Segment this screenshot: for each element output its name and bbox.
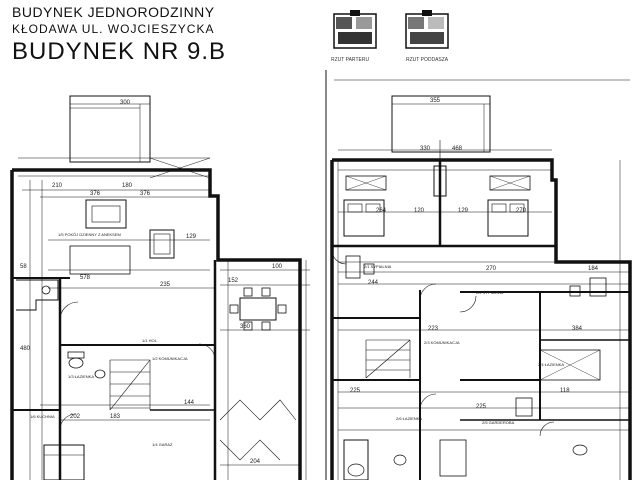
ground-dim: 360	[240, 324, 251, 330]
thumbnail-attic-label: RZUT PODDASZA	[406, 57, 449, 63]
room-label: 1/4 GARAŻ	[152, 442, 173, 447]
attic-dim: 244	[368, 280, 379, 286]
thumbnail-attic-floor	[405, 10, 449, 49]
attic-dim: 330	[420, 146, 431, 152]
attic-dim: 223	[428, 326, 439, 332]
room-label: 2/3 KOMUNIKACJA	[424, 340, 460, 345]
ground-dim: 152	[228, 278, 239, 284]
attic-dim: 468	[452, 146, 463, 152]
ground-dim: 204	[250, 459, 261, 465]
room-label: 1/2 KOMUNIKACJA	[152, 356, 188, 361]
ground-dim: 58	[20, 264, 27, 270]
attic-dim: 264	[376, 208, 387, 214]
room-label: 1/5 POKÓJ DZIENNY Z ANEKSEM	[58, 232, 121, 237]
ground-dim: 129	[186, 234, 197, 240]
ground-dim: 376	[90, 191, 101, 197]
ground-dim: 202	[70, 414, 81, 420]
ground-dim: 376	[140, 191, 151, 197]
room-label: 2/1 SYPIALNIA	[364, 264, 392, 269]
attic-dim: 120	[414, 208, 425, 214]
attic-dim: 270	[516, 208, 527, 214]
room-label: 1/1 HOL	[142, 338, 158, 343]
ground-dim: 578	[80, 275, 91, 281]
room-label: 1/3 ŁAZIENKA	[68, 374, 94, 379]
ground-dim: 235	[160, 282, 171, 288]
thumbnail-ground-label: RZUT PARTERU	[331, 57, 370, 63]
room-label: 2/2 SYPIALNIA	[476, 290, 504, 295]
ground-dim: 300	[120, 100, 131, 106]
attic-dim: 355	[430, 98, 441, 104]
room-label: 2/5 GARDEROBA	[482, 420, 515, 425]
room-label: 2/4 ŁAZIENKA	[538, 362, 564, 367]
attic-dim: 225	[476, 404, 487, 410]
ground-dim: 183	[110, 414, 121, 420]
attic-floor-plan	[330, 79, 632, 480]
ground-dim: 210	[52, 183, 63, 189]
attic-dim: 384	[572, 326, 583, 332]
ground-dim: 144	[184, 400, 195, 406]
room-label: 1/6 KUCHNIA	[30, 414, 55, 419]
attic-dim: 184	[588, 266, 599, 272]
ground-dim: 180	[122, 183, 133, 189]
attic-dim: 118	[560, 388, 570, 394]
room-label: 2/6 ŁAZIENKA	[396, 416, 422, 421]
location-subtitle: KŁODAWA UL. WOJCIESZYCKA	[12, 22, 215, 36]
thumbnail-ground-floor	[333, 10, 377, 49]
building-type-title: BUDYNEK JEDNORODZINNY	[12, 4, 215, 20]
ground-floor-plan	[10, 95, 310, 480]
ground-dim: 100	[272, 264, 283, 270]
attic-dim: 225	[350, 388, 361, 394]
attic-dim: 129	[458, 208, 469, 214]
ground-dim: 480	[20, 346, 31, 352]
attic-dim: 270	[486, 266, 497, 272]
building-number-title: BUDYNEK NR 9.B	[12, 38, 227, 65]
